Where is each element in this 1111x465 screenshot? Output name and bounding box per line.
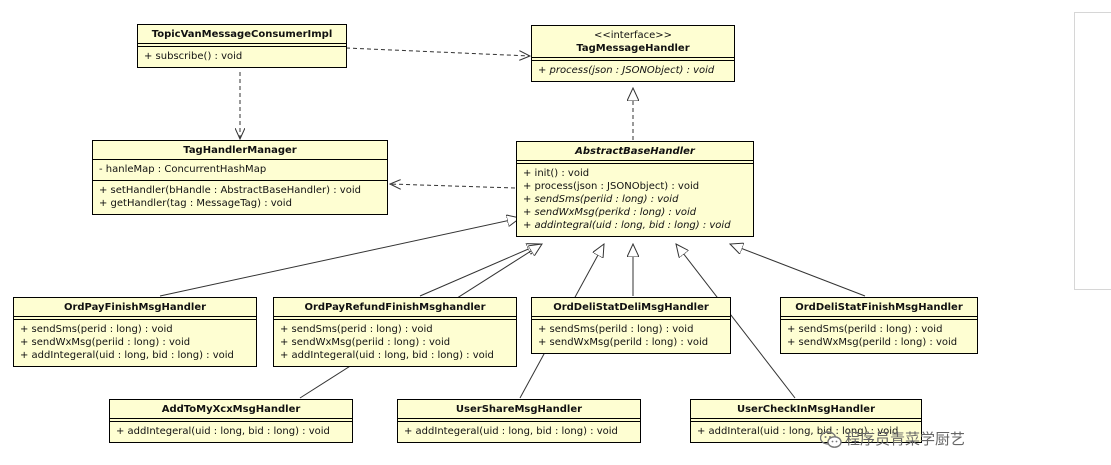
- class-header: <<interface>> TagMessageHandler: [532, 26, 734, 58]
- attributes-section: [110, 419, 352, 422]
- dependency-abstract-to-manager: [390, 184, 516, 188]
- method: + setHandler(bHandle : AbstractBaseHandl…: [99, 185, 361, 196]
- interface-tag-message-handler[interactable]: <<interface>> TagMessageHandler + proces…: [531, 25, 735, 82]
- class-add-to-my-xcx[interactable]: AddToMyXcxMsgHandler + addIntegeral(uid …: [109, 399, 353, 443]
- methods-section: + sendSms(perild : long) : void + sendWx…: [781, 320, 977, 353]
- attribute: - hanleMap : ConcurrentHashMap: [99, 164, 267, 175]
- class-ord-pay-finish[interactable]: OrdPayFinishMsgHandler + sendSms(perid :…: [13, 297, 257, 367]
- method: + process(json : JSONObject) : void: [538, 65, 715, 76]
- generalization-ord-deli-stat-finish: [730, 244, 866, 297]
- method: + sendWxMsg(perild : long) : void: [538, 337, 709, 348]
- method: + sendWxMsg(perikd : long) : void: [523, 207, 697, 218]
- method: + sendSms(perid : long) : void: [20, 324, 173, 335]
- method: + sendWxMsg(periid : long) : void: [20, 337, 191, 348]
- method: + addIntegeral(uid : long, bid : long) :…: [280, 350, 494, 361]
- attributes-section: [274, 317, 516, 320]
- attributes-section: - hanleMap : ConcurrentHashMap: [93, 160, 387, 181]
- attributes-section: [532, 58, 734, 61]
- dependency-consumer-to-interface: [345, 47, 530, 56]
- watermark: 程序员青菜学厨艺: [820, 428, 965, 449]
- wechat-icon: [820, 430, 842, 448]
- class-name: UserShareMsgHandler: [398, 400, 640, 419]
- class-abstract-base-handler[interactable]: AbstractBaseHandler + init() : void + pr…: [516, 141, 754, 237]
- methods-section: + subscribe() : void: [138, 47, 346, 67]
- method: + sendSms(perid : long) : void: [280, 324, 433, 335]
- class-name: UserCheckInMsgHandler: [691, 400, 921, 419]
- class-name: OrdPayRefundFinishMsghandler: [274, 298, 516, 317]
- class-topic-consumer[interactable]: TopicVanMessageConsumerImpl + subscribe(…: [137, 24, 347, 68]
- method: + addIntegeral(uid : long, bid : long) :…: [20, 350, 234, 361]
- method: + sendSms(perild : long) : void: [538, 324, 694, 335]
- attributes-section: [532, 317, 730, 320]
- watermark-text: 程序员青菜学厨艺: [845, 430, 966, 448]
- method: + addIntegeral(uid : long, bid : long) :…: [116, 426, 330, 437]
- method: + init() : void: [523, 168, 590, 179]
- side-panel: [1074, 12, 1111, 290]
- methods-section: + sendSms(perid : long) : void + sendWxM…: [274, 320, 516, 366]
- class-user-share[interactable]: UserShareMsgHandler + addIntegeral(uid :…: [397, 399, 641, 443]
- methods-section: + addIntegeral(uid : long, bid : long) :…: [110, 422, 352, 442]
- methods-section: + addIntegeral(uid : long, bid : long) :…: [398, 422, 640, 442]
- methods-section: + sendSms(perid : long) : void + sendWxM…: [14, 320, 256, 366]
- class-name: TopicVanMessageConsumerImpl: [138, 25, 346, 44]
- attributes-section: [781, 317, 977, 320]
- method: + getHandler(tag : MessageTag) : void: [99, 198, 292, 209]
- class-name: OrdPayFinishMsgHandler: [14, 298, 256, 317]
- class-name: AddToMyXcxMsgHandler: [110, 400, 352, 419]
- method: + addIntegeral(uid : long, bid : long) :…: [404, 426, 618, 437]
- attributes-section: [691, 419, 921, 422]
- attributes-section: [138, 44, 346, 47]
- class-tag-handler-manager[interactable]: TagHandlerManager - hanleMap : Concurren…: [92, 140, 388, 215]
- method: + addInteral(uid : long, bid : long) : v…: [697, 426, 899, 437]
- class-ord-deli-stat-deli[interactable]: OrdDeliStatDeliMsgHandler + sendSms(peri…: [531, 297, 731, 354]
- method: + subscribe() : void: [144, 51, 243, 62]
- methods-section: + sendSms(perild : long) : void + sendWx…: [532, 320, 730, 353]
- class-name: TagHandlerManager: [93, 141, 387, 160]
- methods-section: + init() : void + process(json : JSONObj…: [517, 164, 753, 236]
- generalization-user-check-in: [676, 244, 796, 399]
- generalization-ord-pay-finish: [159, 218, 520, 297]
- attributes-section: [517, 161, 753, 164]
- method: + sendSms(perild : long) : void: [787, 324, 943, 335]
- methods-section: + setHandler(bHandle : AbstractBaseHandl…: [93, 181, 387, 214]
- generalization-ord-pay-refund-finish: [419, 244, 540, 297]
- class-name: OrdDeliStatDeliMsgHandler: [532, 298, 730, 317]
- method: + sendSms(periid : long) : void: [523, 194, 679, 205]
- class-user-check-in[interactable]: UserCheckInMsgHandler + addInteral(uid :…: [690, 399, 922, 443]
- methods-section: + addInteral(uid : long, bid : long) : v…: [691, 422, 921, 442]
- stereotype: <<interface>>: [593, 30, 673, 41]
- class-ord-pay-refund-finish[interactable]: OrdPayRefundFinishMsghandler + sendSms(p…: [273, 297, 517, 367]
- class-name: OrdDeliStatFinishMsgHandler: [781, 298, 977, 317]
- class-name: TagMessageHandler: [576, 43, 690, 54]
- method: + process(json : JSONObject) : void: [523, 181, 700, 192]
- attributes-section: [14, 317, 256, 320]
- class-ord-deli-stat-finish[interactable]: OrdDeliStatFinishMsgHandler + sendSms(pe…: [780, 297, 978, 354]
- attributes-section: [398, 419, 640, 422]
- class-name: AbstractBaseHandler: [517, 142, 753, 161]
- method: + addintegral(uid : long, bid : long) : …: [523, 220, 731, 231]
- methods-section: + process(json : JSONObject) : void: [532, 61, 734, 81]
- method: + sendWxMsg(periid : long) : void: [280, 337, 451, 348]
- method: + sendWxMsg(perild : long) : void: [787, 337, 958, 348]
